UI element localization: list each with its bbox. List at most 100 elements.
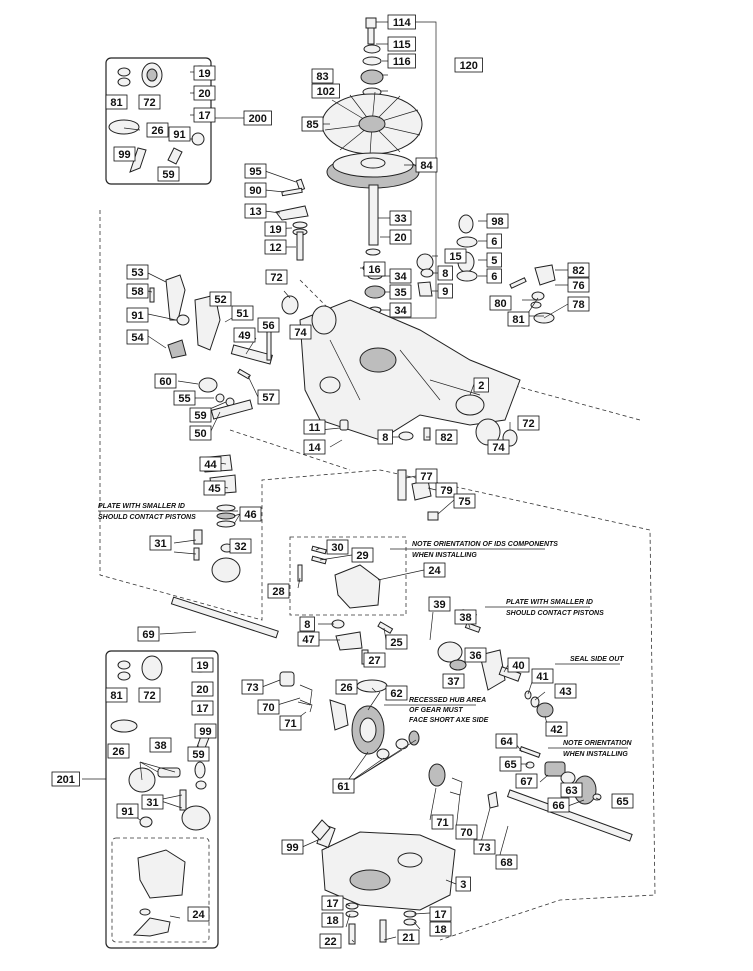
part-label-box <box>389 284 412 300</box>
part-label-8: 8 <box>377 429 393 445</box>
assembly-outline <box>99 210 656 941</box>
part-label-33: 33 <box>389 210 412 226</box>
part-label-42: 42 <box>545 721 568 737</box>
part-label-text: 63 <box>565 785 577 797</box>
part-label-text: 91 <box>173 129 185 141</box>
part-label-45: 45 <box>203 480 226 496</box>
part-label-text: 44 <box>204 459 217 471</box>
part-label-text: 40 <box>512 660 524 672</box>
part-label-text: 49 <box>238 330 250 342</box>
part-label-text: 64 <box>500 736 513 748</box>
part-label-text: 82 <box>440 432 452 444</box>
part-label-text: 42 <box>550 724 562 736</box>
part-label-box <box>279 715 302 731</box>
part-label-text: 17 <box>196 703 208 715</box>
part-label-box <box>281 839 304 855</box>
part-label-30: 30 <box>326 539 349 555</box>
part-label-box <box>415 468 438 484</box>
part-label-box <box>244 182 267 198</box>
part-label-74: 74 <box>487 439 510 455</box>
part-label-box <box>157 166 180 182</box>
part-label-6: 6 <box>486 233 502 249</box>
part-label-64: 64 <box>495 733 518 749</box>
part-label-47: 47 <box>297 631 320 647</box>
ring-20 <box>365 248 381 256</box>
part-label-box <box>442 673 465 689</box>
part-label-box <box>567 262 590 278</box>
part-label-box <box>149 535 172 551</box>
part-label-60: 60 <box>154 373 177 389</box>
part-label-text: 26 <box>340 682 352 694</box>
part-label-text: 78 <box>572 299 584 311</box>
part-label-text: 29 <box>356 550 368 562</box>
part-label-54: 54 <box>126 329 149 345</box>
part-label-text: 77 <box>420 471 432 483</box>
part-label-text: 114 <box>393 17 412 29</box>
part-label-22: 22 <box>319 933 342 949</box>
part-label-text: 59 <box>192 749 204 761</box>
part-label-box <box>515 773 538 789</box>
part-label-box <box>138 94 161 110</box>
part-label-75: 75 <box>453 493 476 509</box>
part-label-99: 99 <box>194 723 217 739</box>
part-label-82: 82 <box>567 262 590 278</box>
part-label-box <box>141 794 164 810</box>
part-label-34: 34 <box>389 268 412 284</box>
part-label-text: 34 <box>394 271 407 283</box>
part-label-box <box>429 921 452 937</box>
part-label-text: 34 <box>394 305 407 317</box>
part-label-box <box>335 679 358 695</box>
part-label-52: 52 <box>209 291 232 307</box>
part-label-18: 18 <box>429 921 452 937</box>
part-label-5: 5 <box>486 252 502 268</box>
washer-115 <box>363 44 381 54</box>
part-label-25: 25 <box>385 634 408 650</box>
part-label-70: 70 <box>257 699 280 715</box>
part-label-text: 85 <box>306 119 318 131</box>
bolt-114-shank <box>367 27 375 45</box>
part-label-text: 200 <box>249 113 267 125</box>
part-label-text: 73 <box>478 842 490 854</box>
part-label-text: 16 <box>368 264 380 276</box>
note-recess-c: FACE SHORT AXE SIDE <box>409 717 489 724</box>
note-plate-2a: PLATE WITH SMALLER ID <box>506 599 593 606</box>
part-label-text: 62 <box>390 688 402 700</box>
part-label-text: 2 <box>478 380 484 392</box>
part-label-text: 84 <box>420 160 433 172</box>
part-label-70: 70 <box>455 824 478 840</box>
part-label-box <box>209 291 232 307</box>
part-label-text: 32 <box>234 541 246 553</box>
part-label-box <box>486 213 509 229</box>
part-label-62: 62 <box>385 685 408 701</box>
part-label-17: 17 <box>429 906 452 922</box>
part-label-63: 63 <box>560 782 583 798</box>
part-label-34: 34 <box>389 302 412 318</box>
part-label-38: 38 <box>454 609 477 625</box>
part-label-box <box>486 233 502 249</box>
part-label-73: 73 <box>241 679 264 695</box>
part-label-72: 72 <box>138 687 161 703</box>
part-label-text: 81 <box>512 314 524 326</box>
part-label-text: 3 <box>460 879 466 891</box>
part-label-text: 19 <box>198 68 210 80</box>
part-label-box <box>311 83 340 99</box>
note-plate-2b: SHOULD CONTACT PISTONS <box>506 610 604 617</box>
part-label-43: 43 <box>554 683 577 699</box>
part-label-57: 57 <box>257 389 280 405</box>
part-label-text: 6 <box>491 271 497 283</box>
part-label-80: 80 <box>489 295 512 311</box>
part-label-24: 24 <box>423 562 446 578</box>
part-label-box <box>168 126 191 142</box>
part-label-56: 56 <box>257 317 280 333</box>
part-label-box <box>116 803 139 819</box>
fan-85 <box>321 91 423 156</box>
installation-notes: PLATE WITH SMALLER ID SHOULD CONTACT PIS… <box>98 503 633 758</box>
part-label-text: 90 <box>249 185 261 197</box>
part-label-box <box>311 68 334 84</box>
kit-201-subframe <box>111 837 210 943</box>
part-label-26: 26 <box>335 679 358 695</box>
part-label-box <box>531 668 554 684</box>
part-label-99: 99 <box>281 839 304 855</box>
part-label-65: 65 <box>611 793 634 809</box>
